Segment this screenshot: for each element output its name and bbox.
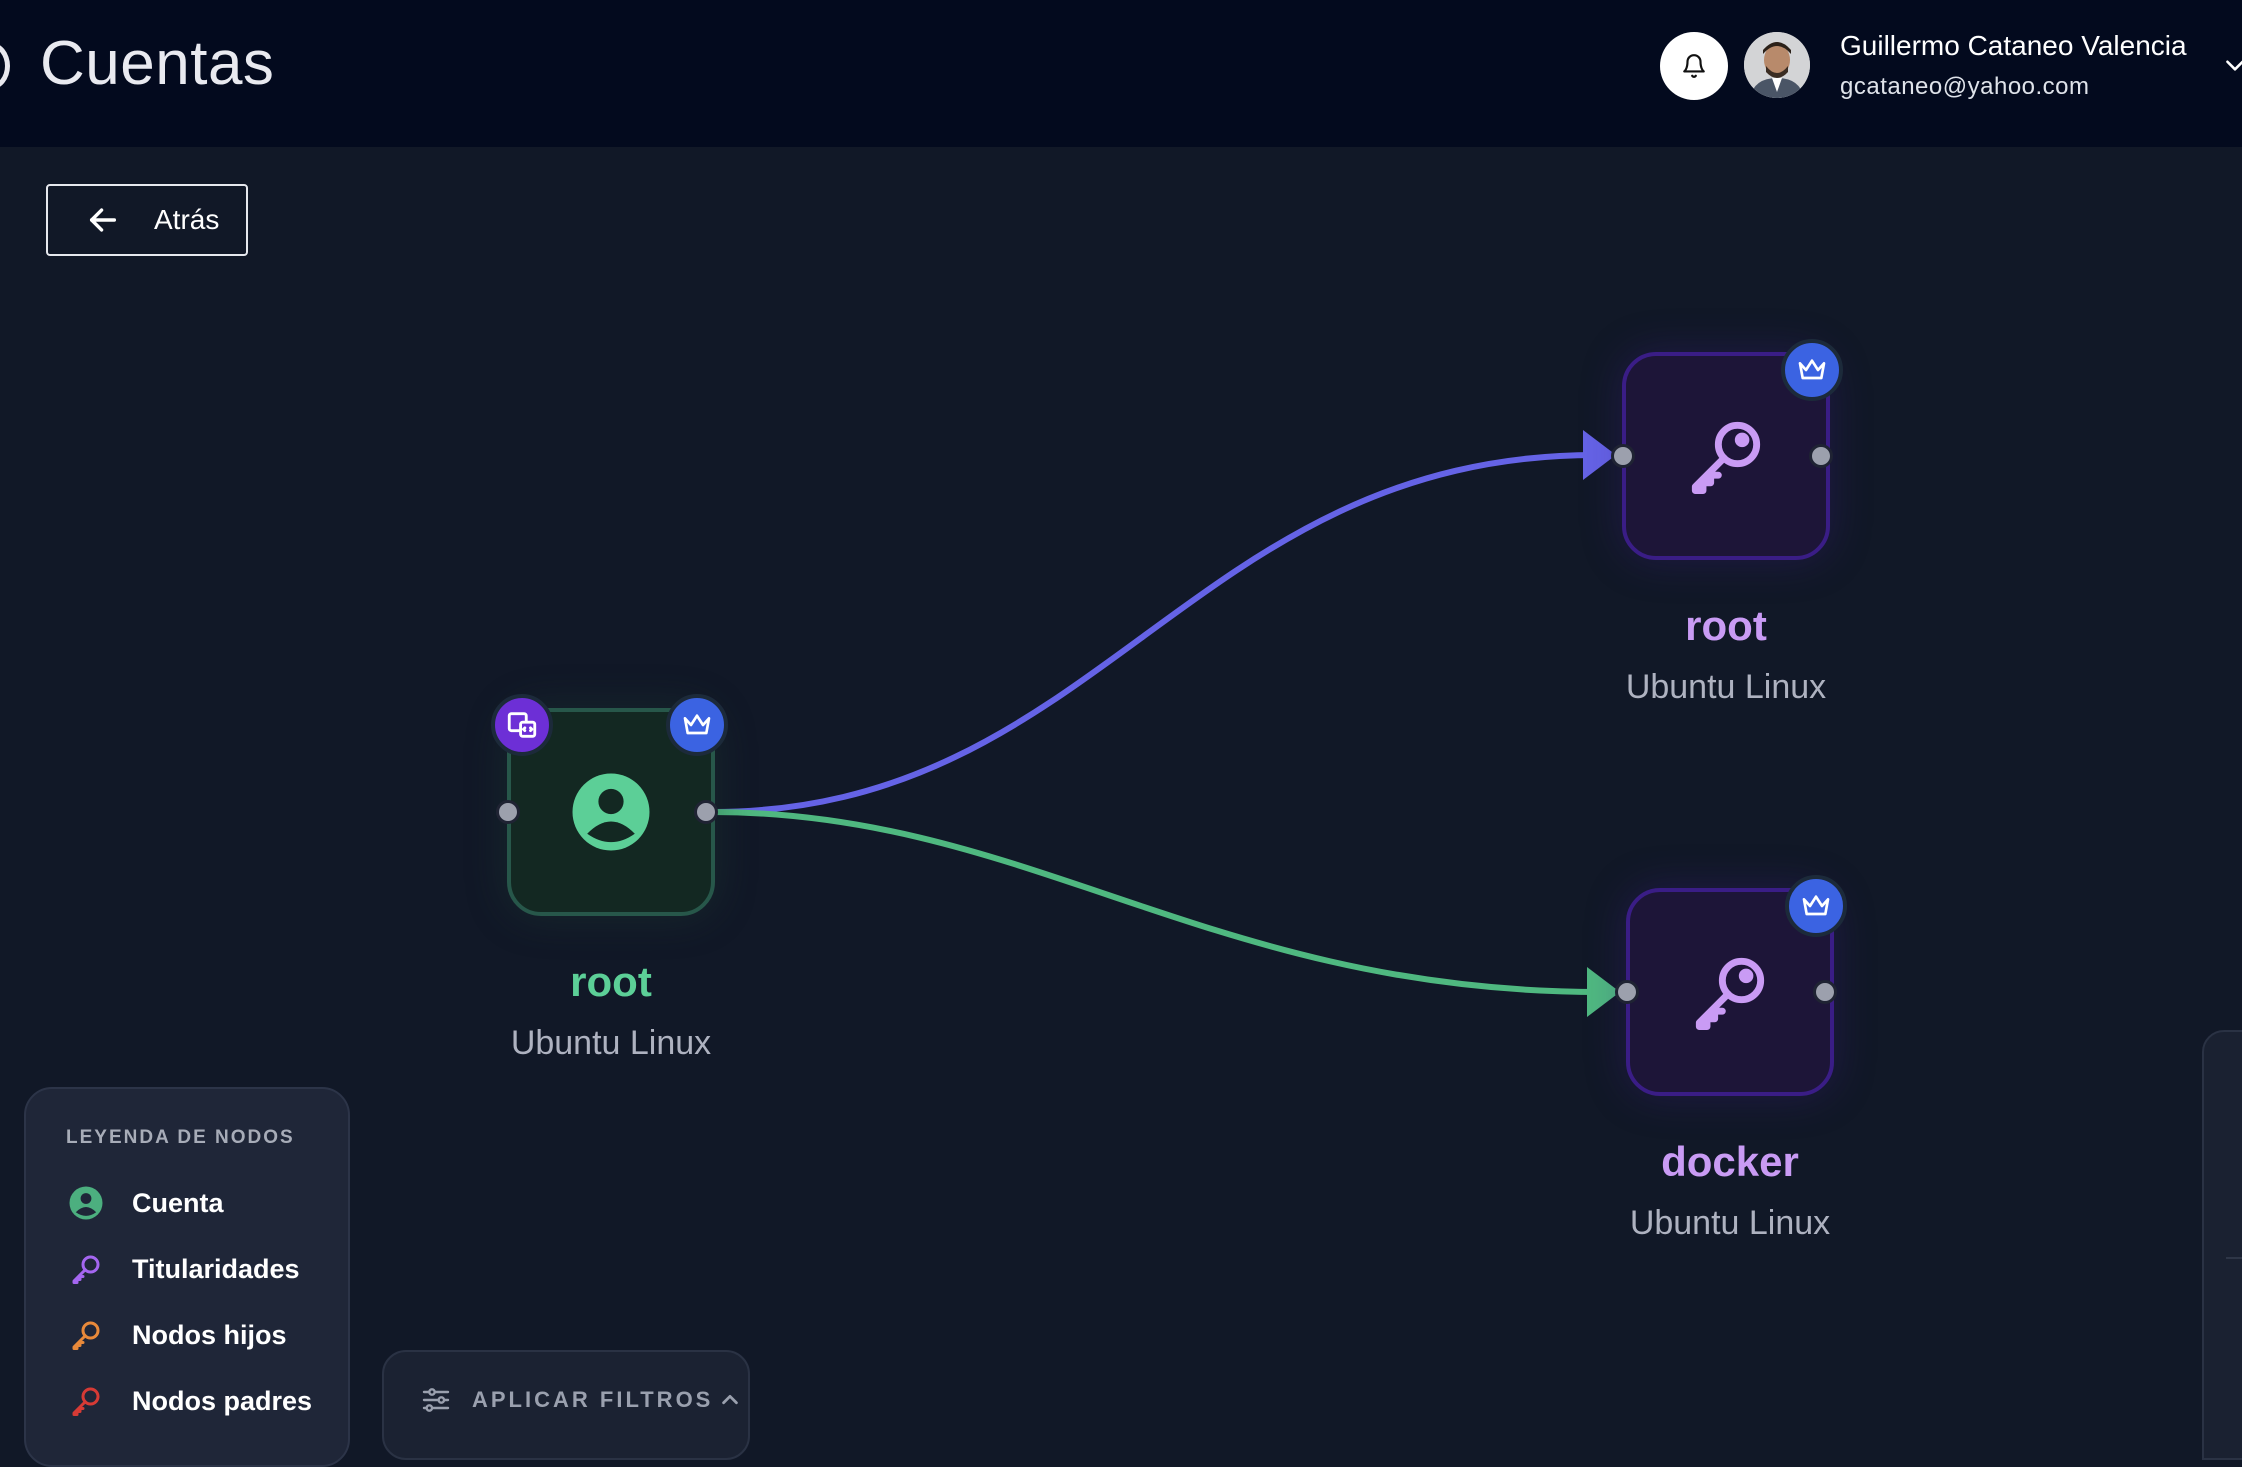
node-sublabel: Ubuntu Linux [510, 1024, 712, 1062]
user-email: gcataneo@yahoo.com [1840, 73, 2090, 100]
apply-filters-button[interactable]: APLICAR FILTROS [382, 1350, 750, 1460]
edge-root-to-root[interactable] [711, 452, 1597, 815]
side-panel[interactable] [2202, 1030, 2242, 1460]
apply-filters-label: APLICAR FILTROS [472, 1387, 714, 1412]
sliders-icon [422, 1388, 450, 1412]
edge-arrowhead [1583, 430, 1616, 480]
back-button[interactable]: Atrás [46, 184, 248, 256]
owner-crown-badge [666, 694, 728, 756]
key-icon [72, 1321, 100, 1350]
legend-item-label: Nodos hijos [132, 1319, 287, 1350]
node-handle-right[interactable] [694, 800, 718, 824]
node-sublabel: Ubuntu Linux [1625, 668, 1827, 706]
edge-arrowhead [1587, 967, 1620, 1017]
arrow-left-icon [89, 208, 117, 232]
side-panel-divider [2226, 1257, 2242, 1259]
edge-root-to-docker[interactable] [711, 809, 1601, 995]
key-icon [72, 1255, 100, 1284]
back-button-label: Atrás [154, 204, 220, 235]
owner-crown-badge [1781, 339, 1843, 401]
node-handle-right[interactable] [1809, 444, 1833, 468]
user-circle-icon [69, 1186, 103, 1220]
node-label: docker [1661, 1138, 1799, 1185]
legend-item-label: Titularidades [132, 1253, 300, 1284]
user-name: Guillermo Cataneo Valencia [1840, 30, 2187, 61]
key-icon [1691, 421, 1761, 494]
crown-icon [1802, 895, 1830, 916]
owner-crown-badge [1785, 875, 1847, 937]
legend-item-label: Cuenta [132, 1187, 224, 1218]
top-bar: Cuentas Guillermo Cataneo Valencia gcata… [0, 0, 2242, 147]
page-title: Cuentas [40, 29, 275, 98]
legend-item-nodos-padres: Nodos padres [68, 1383, 312, 1419]
chevron-down-icon [2226, 60, 2242, 71]
user-menu-toggle[interactable] [2222, 52, 2242, 83]
notifications-button[interactable] [1660, 32, 1728, 100]
legend-item-label: Nodos padres [132, 1385, 313, 1416]
node-handle-left[interactable] [1615, 980, 1639, 1004]
node-legend: LEYENDA DE NODOS Cuenta Titularidades No… [24, 1087, 350, 1467]
node-handle-left[interactable] [1611, 444, 1635, 468]
shared-device-badge [491, 694, 553, 756]
key-icon [1695, 957, 1765, 1030]
legend-item-titularidades: Titularidades [68, 1251, 300, 1287]
key-icon [72, 1387, 100, 1416]
avatar[interactable] [1744, 32, 1810, 98]
legend-item-nodos-hijos: Nodos hijos [68, 1317, 287, 1353]
node-sublabel: Ubuntu Linux [1629, 1204, 1831, 1242]
crown-icon [683, 714, 711, 735]
node-handle-left[interactable] [496, 800, 520, 824]
legend-item-cuenta: Cuenta [68, 1185, 224, 1221]
crown-icon [1798, 359, 1826, 380]
bell-icon [1683, 54, 1705, 78]
user-circle-icon [572, 773, 650, 851]
chevron-up-icon [722, 1394, 739, 1405]
shared-device-icon [507, 712, 537, 738]
node-label: root [1685, 602, 1767, 649]
legend-title: LEYENDA DE NODOS [66, 1127, 295, 1148]
node-label: root [570, 958, 652, 1005]
node-handle-right[interactable] [1813, 980, 1837, 1004]
